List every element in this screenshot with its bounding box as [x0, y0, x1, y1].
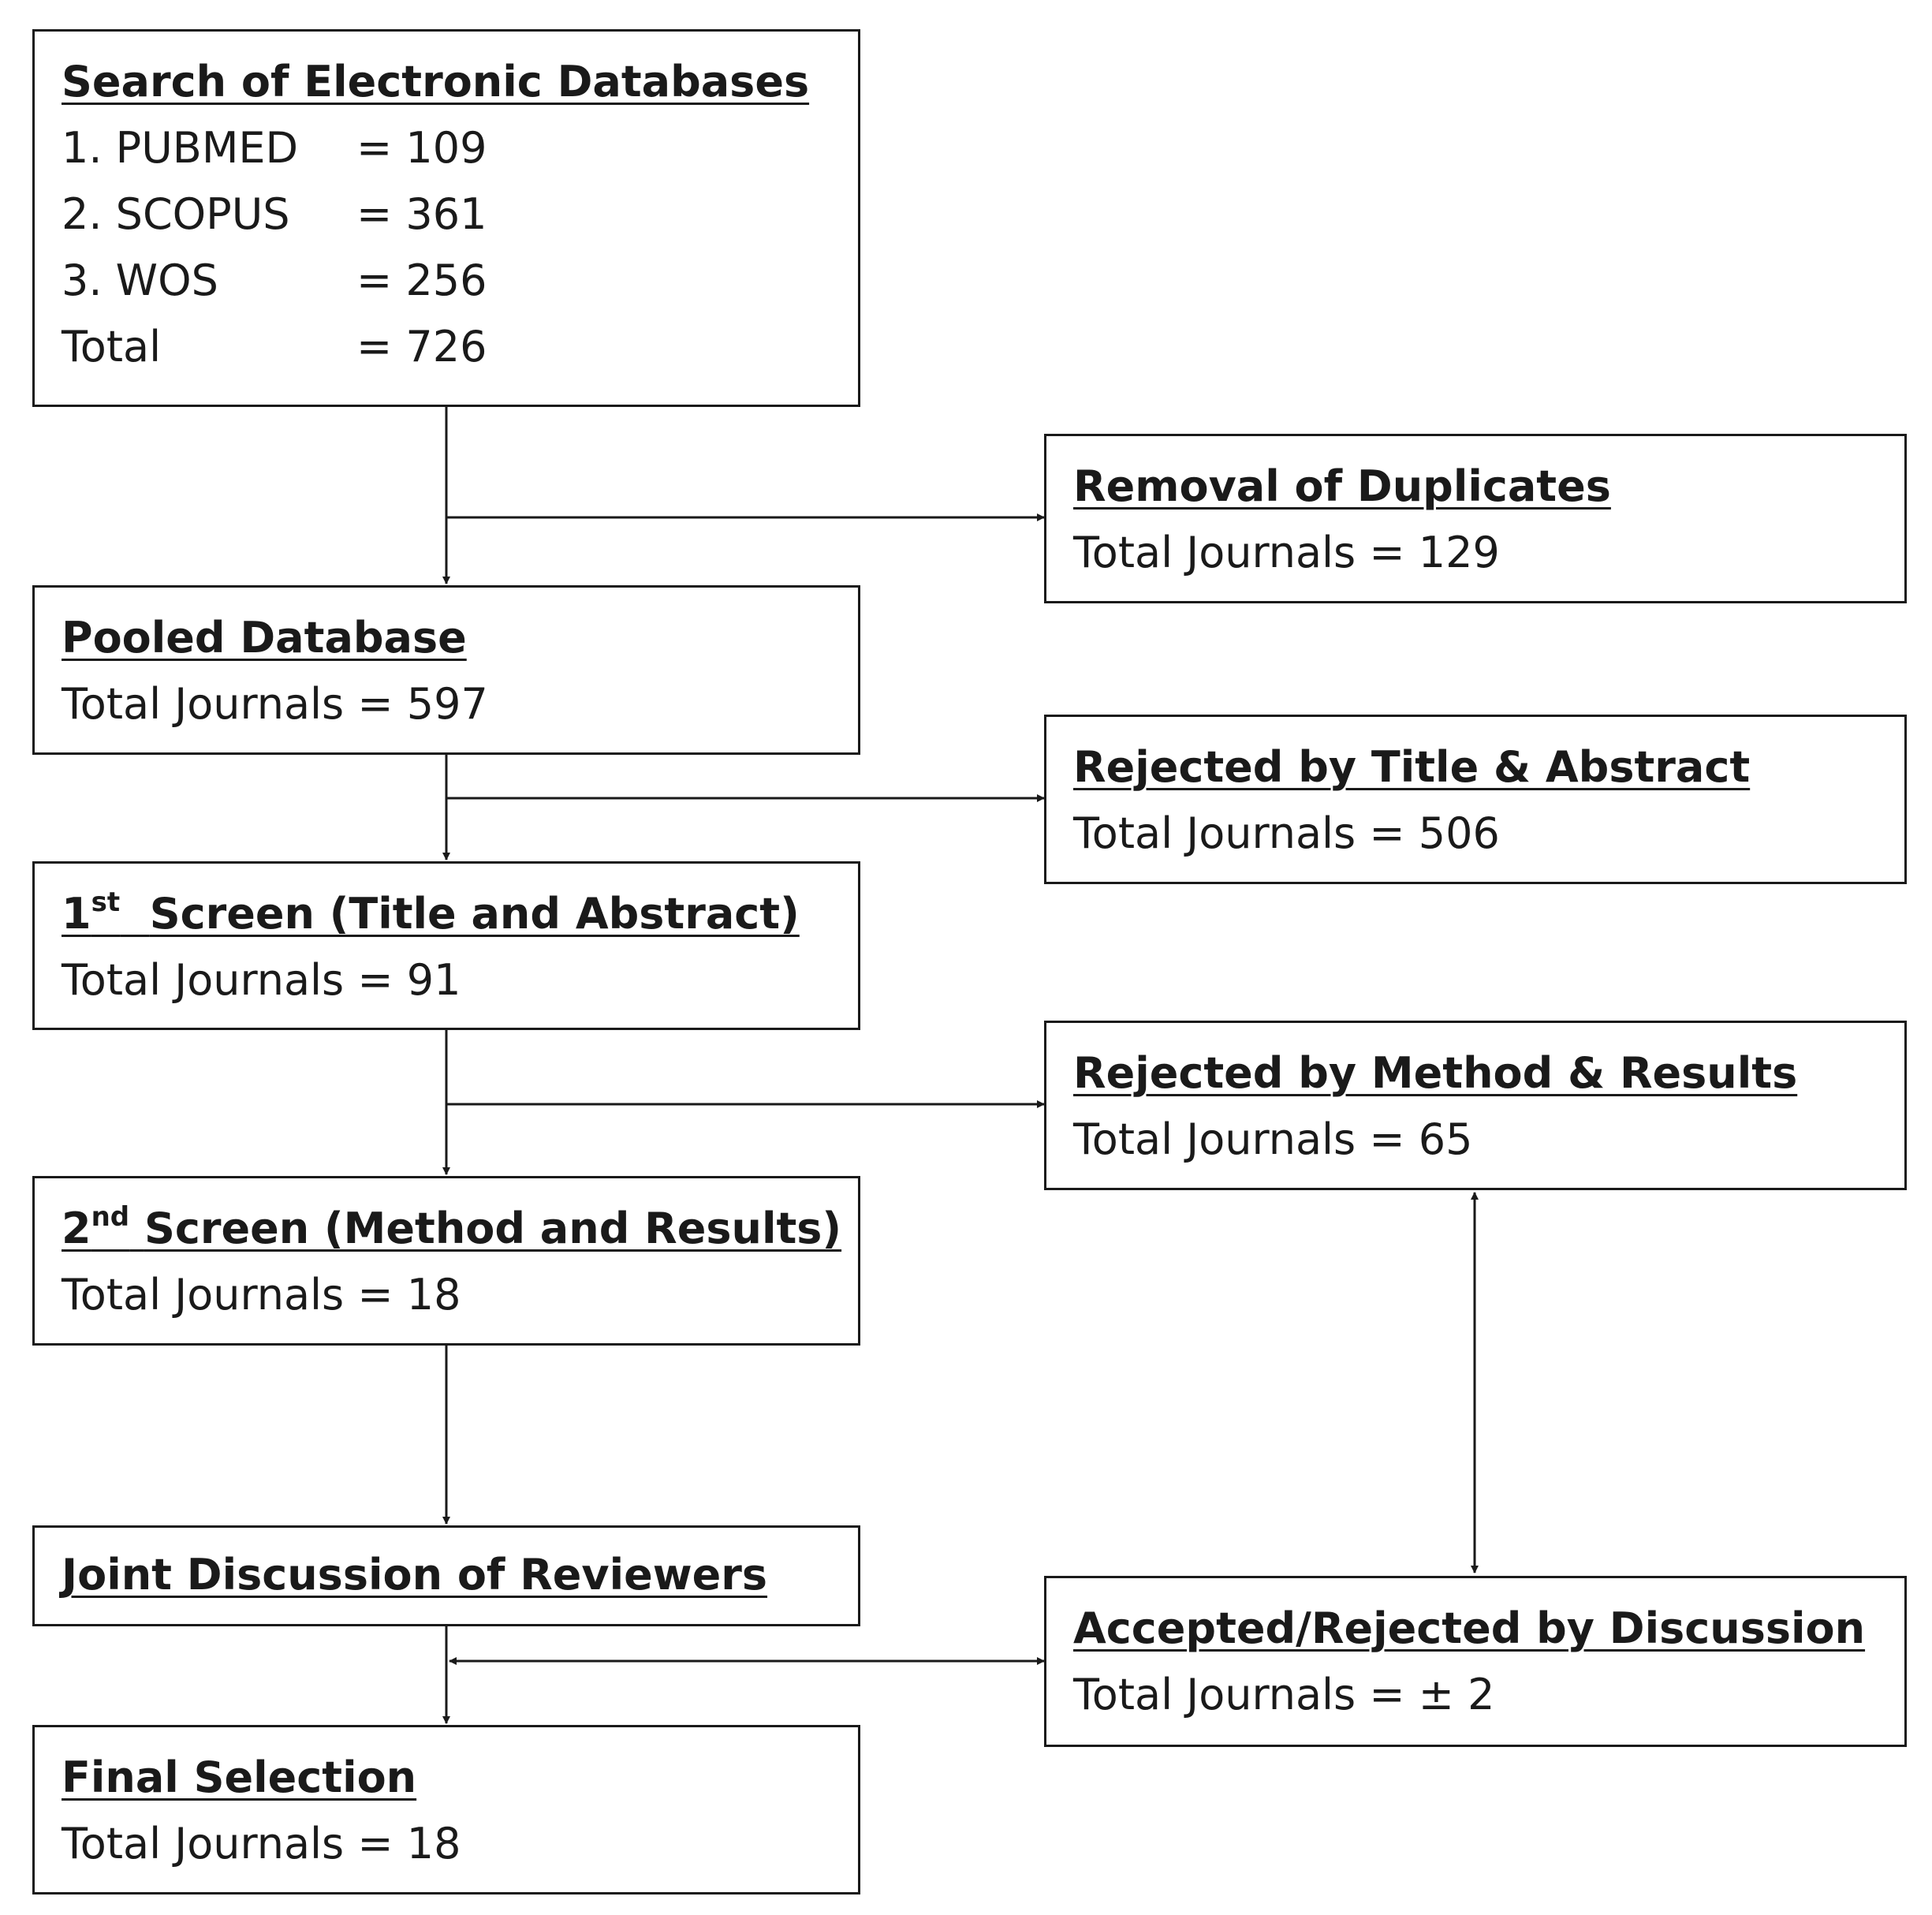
screen2-title-text: Screen (Method and Results) [144, 1204, 842, 1253]
screen2-total: Total Journals = 18 [62, 1270, 461, 1320]
search-row-pubmed: 1. PUBMED = 109 [62, 115, 831, 181]
pooled-box: Pooled Database Total Journals = 597 [32, 585, 860, 755]
duplicates-total: Total Journals = 129 [1073, 528, 1500, 577]
search-row-value: = 109 [356, 123, 487, 173]
search-row-label: Total [62, 322, 162, 371]
screen1-ordinal-suffix: st [91, 887, 121, 918]
screen2-ordinal: 2 [62, 1204, 91, 1253]
search-row-label: 3. WOS [62, 256, 218, 305]
search-row-total: Total = 726 [62, 314, 831, 380]
screen1-title-text: Screen (Title and Abstract) [149, 889, 800, 939]
search-row-wos: 3. WOS = 256 [62, 248, 831, 314]
screen1-ordinal: 1 [62, 889, 91, 939]
screen1-total: Total Journals = 91 [62, 955, 461, 1005]
discussion-total: Total Journals = ± 2 [1073, 1670, 1495, 1719]
search-row-value: = 726 [356, 322, 487, 371]
screen2-title: 2nd Screen (Method and Results) [62, 1196, 841, 1262]
search-row-scopus: 2. SCOPUS = 361 [62, 181, 831, 248]
duplicates-title: Removal of Duplicates [1073, 461, 1611, 511]
search-title: Search of Electronic Databases [62, 57, 810, 106]
joint-box: Joint Discussion of Reviewers [32, 1525, 860, 1626]
search-row-label: 1. PUBMED [62, 123, 299, 173]
screen2-ordinal-suffix: nd [91, 1201, 130, 1233]
search-row-label: 2. SCOPUS [62, 189, 290, 239]
final-title: Final Selection [62, 1753, 417, 1802]
screen1-box: 1st Screen (Title and Abstract) Total Jo… [32, 861, 860, 1030]
rejected-method-total: Total Journals = 65 [1073, 1114, 1473, 1164]
rejected-title-box: Rejected by Title & Abstract Total Journ… [1044, 715, 1907, 884]
duplicates-box: Removal of Duplicates Total Journals = 1… [1044, 434, 1907, 603]
pooled-total: Total Journals = 597 [62, 679, 488, 729]
final-total: Total Journals = 18 [62, 1819, 461, 1868]
rejected-title-total: Total Journals = 506 [1073, 808, 1500, 858]
screen2-box: 2nd Screen (Method and Results) Total Jo… [32, 1176, 860, 1346]
final-box: Final Selection Total Journals = 18 [32, 1725, 860, 1894]
joint-title: Joint Discussion of Reviewers [62, 1550, 768, 1600]
search-row-value: = 361 [356, 189, 487, 239]
pooled-title: Pooled Database [62, 613, 467, 663]
discussion-title: Accepted/Rejected by Discussion [1073, 1603, 1866, 1653]
search-box: Search of Electronic Databases 1. PUBMED… [32, 29, 860, 407]
rejected-title-title: Rejected by Title & Abstract [1073, 742, 1751, 792]
rejected-method-title: Rejected by Method & Results [1073, 1048, 1798, 1098]
screen1-title: 1st Screen (Title and Abstract) [62, 881, 831, 947]
rejected-method-box: Rejected by Method & Results Total Journ… [1044, 1021, 1907, 1190]
discussion-box: Accepted/Rejected by Discussion Total Jo… [1044, 1576, 1907, 1747]
search-row-value: = 256 [356, 256, 487, 305]
